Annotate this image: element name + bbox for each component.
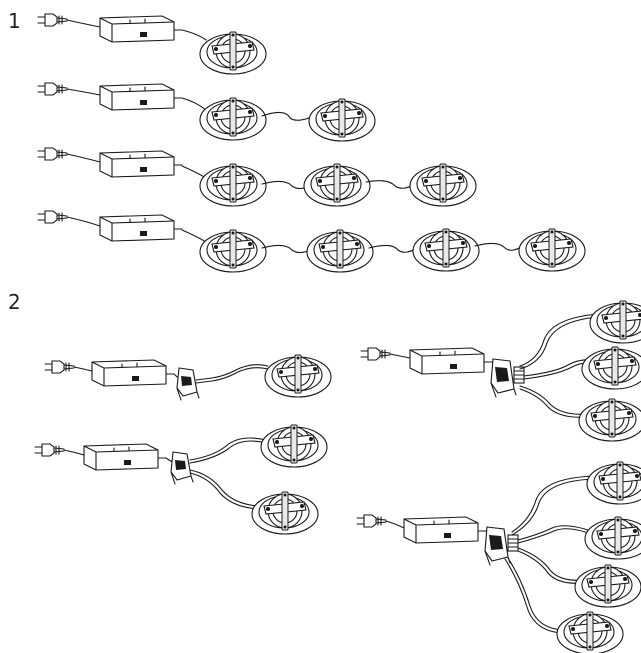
parallel-config-4 [356,461,641,653]
parallel-config-3 [360,300,641,442]
series-row-4 [37,210,586,273]
parallel-config-2 [34,424,328,535]
series-row-3 [37,147,477,207]
parallel-config-1 [44,354,332,401]
section-number-1: 1 [8,9,21,33]
series-row-1 [37,13,267,75]
section-number-2: 2 [8,290,21,314]
series-row-2 [37,82,376,142]
